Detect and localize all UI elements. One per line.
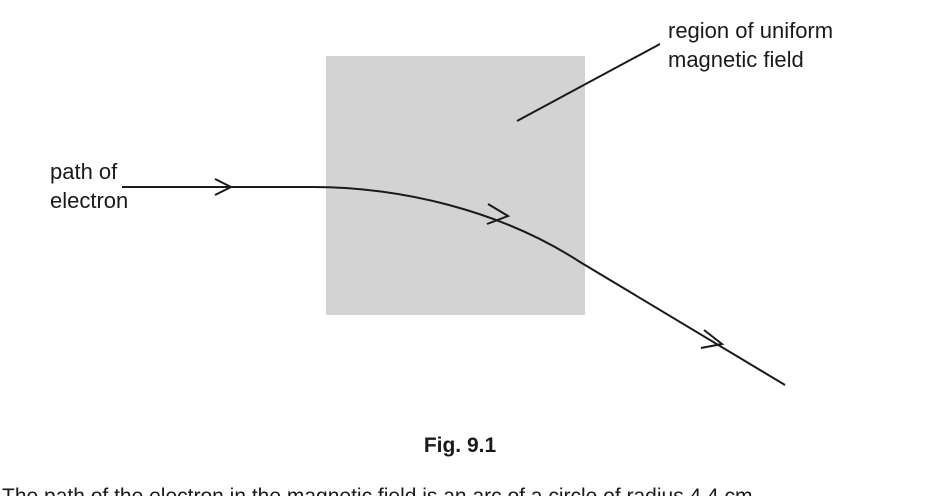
magnetic-field-region bbox=[326, 56, 585, 315]
electron-path bbox=[122, 186, 786, 386]
arrowhead-outgoing bbox=[700, 329, 725, 349]
field-region-label-line1: region of uniform bbox=[668, 18, 833, 43]
field-label-leader-line bbox=[516, 43, 661, 122]
arrowhead-in-field bbox=[486, 203, 511, 225]
arrowhead-incoming bbox=[214, 178, 234, 196]
figure-caption: Fig. 9.1 bbox=[424, 434, 497, 457]
electron-path-label-line1: path of bbox=[50, 159, 118, 184]
footer-text-partial: The path of the electron in the magnetic… bbox=[2, 485, 758, 496]
electron-path-label-line2: electron bbox=[50, 188, 128, 213]
field-region-label-line2: magnetic field bbox=[668, 47, 804, 72]
